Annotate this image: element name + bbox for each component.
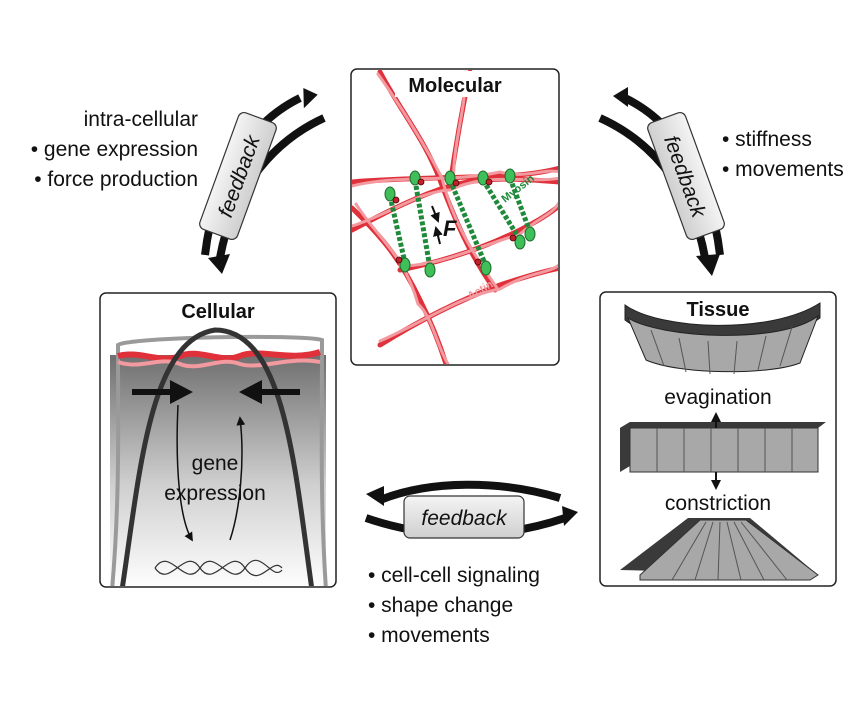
dna-helix xyxy=(154,559,283,577)
bullet-force-production: • force production xyxy=(34,168,198,191)
bullet-shape-change: • shape change xyxy=(368,594,513,617)
bullet-stiffness: • stiffness xyxy=(722,128,812,151)
force-label: F xyxy=(443,216,457,241)
molecular-panel: F Myosin Actin Molecular xyxy=(350,68,560,366)
top-left-bullets: intra-cellular • gene expression • force… xyxy=(31,108,198,191)
bullet-intra-cellular: intra-cellular xyxy=(84,108,198,131)
evagination-label: evagination xyxy=(664,386,771,409)
bullet-movements-right: • movements xyxy=(722,158,844,181)
bullet-gene-expression: • gene expression xyxy=(31,138,198,161)
cellular-title: Cellular xyxy=(181,301,255,323)
compress-left-arrow xyxy=(239,380,300,404)
flat-tissue xyxy=(620,422,826,473)
bottom-bullets: • cell-cell signaling • shape change • m… xyxy=(368,564,540,647)
gene-label: gene xyxy=(192,452,239,475)
feedback-right: feedback xyxy=(598,87,725,276)
evaginated-tissue xyxy=(624,302,821,375)
bullet-movements-bottom: • movements xyxy=(368,624,490,647)
expression-label: expression xyxy=(164,482,266,505)
feedback-bottom-label: feedback xyxy=(421,507,508,530)
cellular-panel: Cellular gene expression xyxy=(99,292,337,588)
constricted-tissue xyxy=(620,518,819,581)
feedback-left: feedback xyxy=(199,88,326,274)
tissue-panel: Tissue evagination xyxy=(599,291,837,587)
molecular-title: Molecular xyxy=(408,75,502,97)
feedback-bottom: feedback xyxy=(364,480,578,539)
actin-filaments: F Myosin Actin xyxy=(352,70,558,364)
compress-right-arrow xyxy=(132,380,193,404)
top-right-bullets: • stiffness • movements xyxy=(722,128,844,181)
force-arrows xyxy=(430,205,443,245)
constriction-label: constriction xyxy=(665,492,771,515)
bullet-cell-cell-signaling: • cell-cell signaling xyxy=(368,564,540,587)
tissue-title: Tissue xyxy=(687,299,750,321)
